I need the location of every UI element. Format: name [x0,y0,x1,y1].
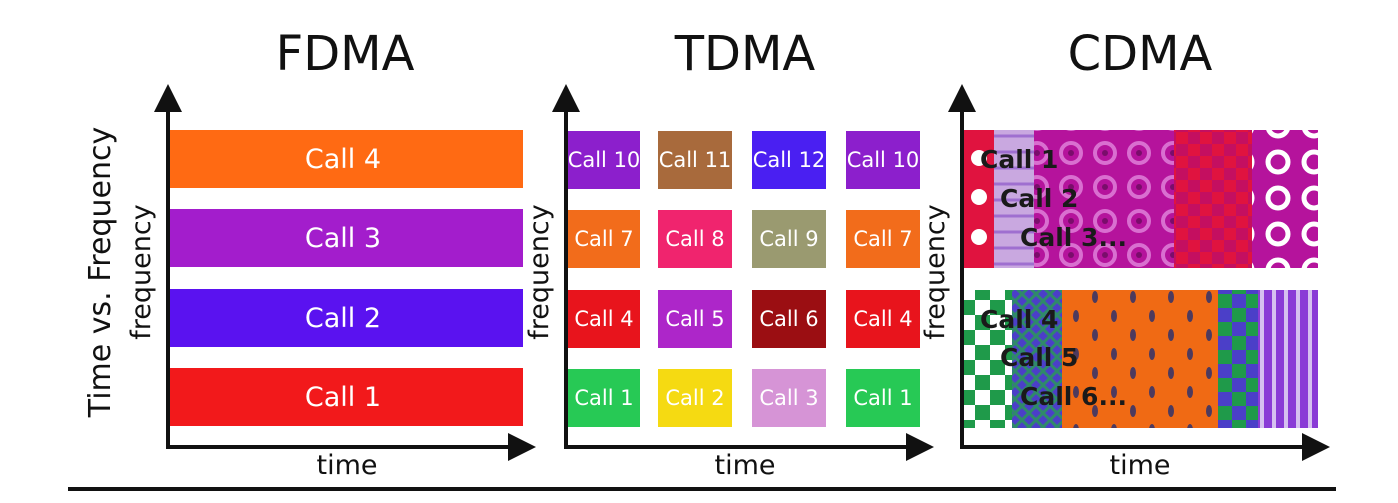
tdma-slot [568,290,640,348]
tdma-slot [752,210,826,268]
fdma-y-label: frequency [126,204,157,339]
fdma-band-call-2-label: Call 2 [305,303,381,334]
tdma-slot-label: Call 1 [853,386,912,410]
tdma-slot [658,369,732,427]
tdma-slot-label: Call 4 [853,307,912,331]
tdma-slot [568,210,640,268]
cdma-upper-block: Call 1 Call 2 Call 3... [964,130,1318,268]
tdma-slot [658,290,732,348]
tdma-slot [846,290,920,348]
tdma-slot [658,131,732,189]
fdma-band-call-4-label: Call 4 [305,144,381,175]
fdma-title: FDMA [276,26,415,82]
tdma-slot-label: Call 7 [853,227,912,251]
fdma-band-call-4 [170,130,523,188]
fdma-band-call-1-label: Call 1 [305,382,381,413]
fdma-panel: frequency time Call 4 Call 3 Call 2 Call… [126,84,536,481]
cdma-lower-block: Call 4 Call 5 Call 6... [964,290,1318,428]
cdma-upper-label: Call 3... [1020,223,1127,252]
tdma-slot-label: Call 5 [665,307,724,331]
tdma-y-label: frequency [524,204,555,339]
fdma-band-call-1 [170,368,523,426]
fdma-x-label: time [316,450,377,481]
tdma-slot-label: Call 1 [574,386,633,410]
cdma-lower-label: Call 4 [980,305,1058,334]
tdma-slot [846,131,920,189]
tdma-slot [658,210,732,268]
cdma-upper-label: Call 1 [980,145,1058,174]
tdma-slot [568,369,640,427]
fdma-band-call-2 [170,289,523,347]
tdma-panel: frequency time Call 10 Call 11 Call 12 C… [524,84,934,481]
tdma-slot-label: Call 7 [574,227,633,251]
tdma-x-label: time [714,450,775,481]
tdma-slot [752,369,826,427]
cdma-lower-label: Call 6... [1020,382,1127,411]
tdma-slot [752,290,826,348]
fdma-band-call-3 [170,209,523,267]
tdma-slot-label: Call 8 [665,227,724,251]
tdma-slot-label: Call 10 [568,148,641,172]
cdma-y-label: frequency [920,204,951,339]
cdma-x-label: time [1109,450,1170,481]
cdma-title: CDMA [1068,26,1213,82]
fdma-band-call-3-label: Call 3 [305,223,381,254]
tdma-slot-label: Call 4 [574,307,633,331]
side-label: Time vs. Frequency [83,127,118,418]
tdma-slot-label: Call 6 [759,307,818,331]
tdma-slot-label: Call 9 [759,227,818,251]
tdma-slot [568,131,640,189]
tdma-slot-label: Call 12 [753,148,826,172]
tdma-slot [846,210,920,268]
tdma-slot-label: Call 2 [665,386,724,410]
cdma-lower-label: Call 5 [1000,343,1078,372]
tdma-slot-label: Call 3 [759,386,818,410]
tdma-slot [752,131,826,189]
cdma-upper-label: Call 2 [1000,184,1078,213]
tdma-title: TDMA [674,26,816,82]
tdma-slot [846,369,920,427]
tdma-slot-label: Call 10 [847,148,920,172]
cdma-panel: frequency time Call 1 Call 2 Call 3... C… [920,84,1330,481]
tdma-slot-label: Call 11 [659,148,732,172]
